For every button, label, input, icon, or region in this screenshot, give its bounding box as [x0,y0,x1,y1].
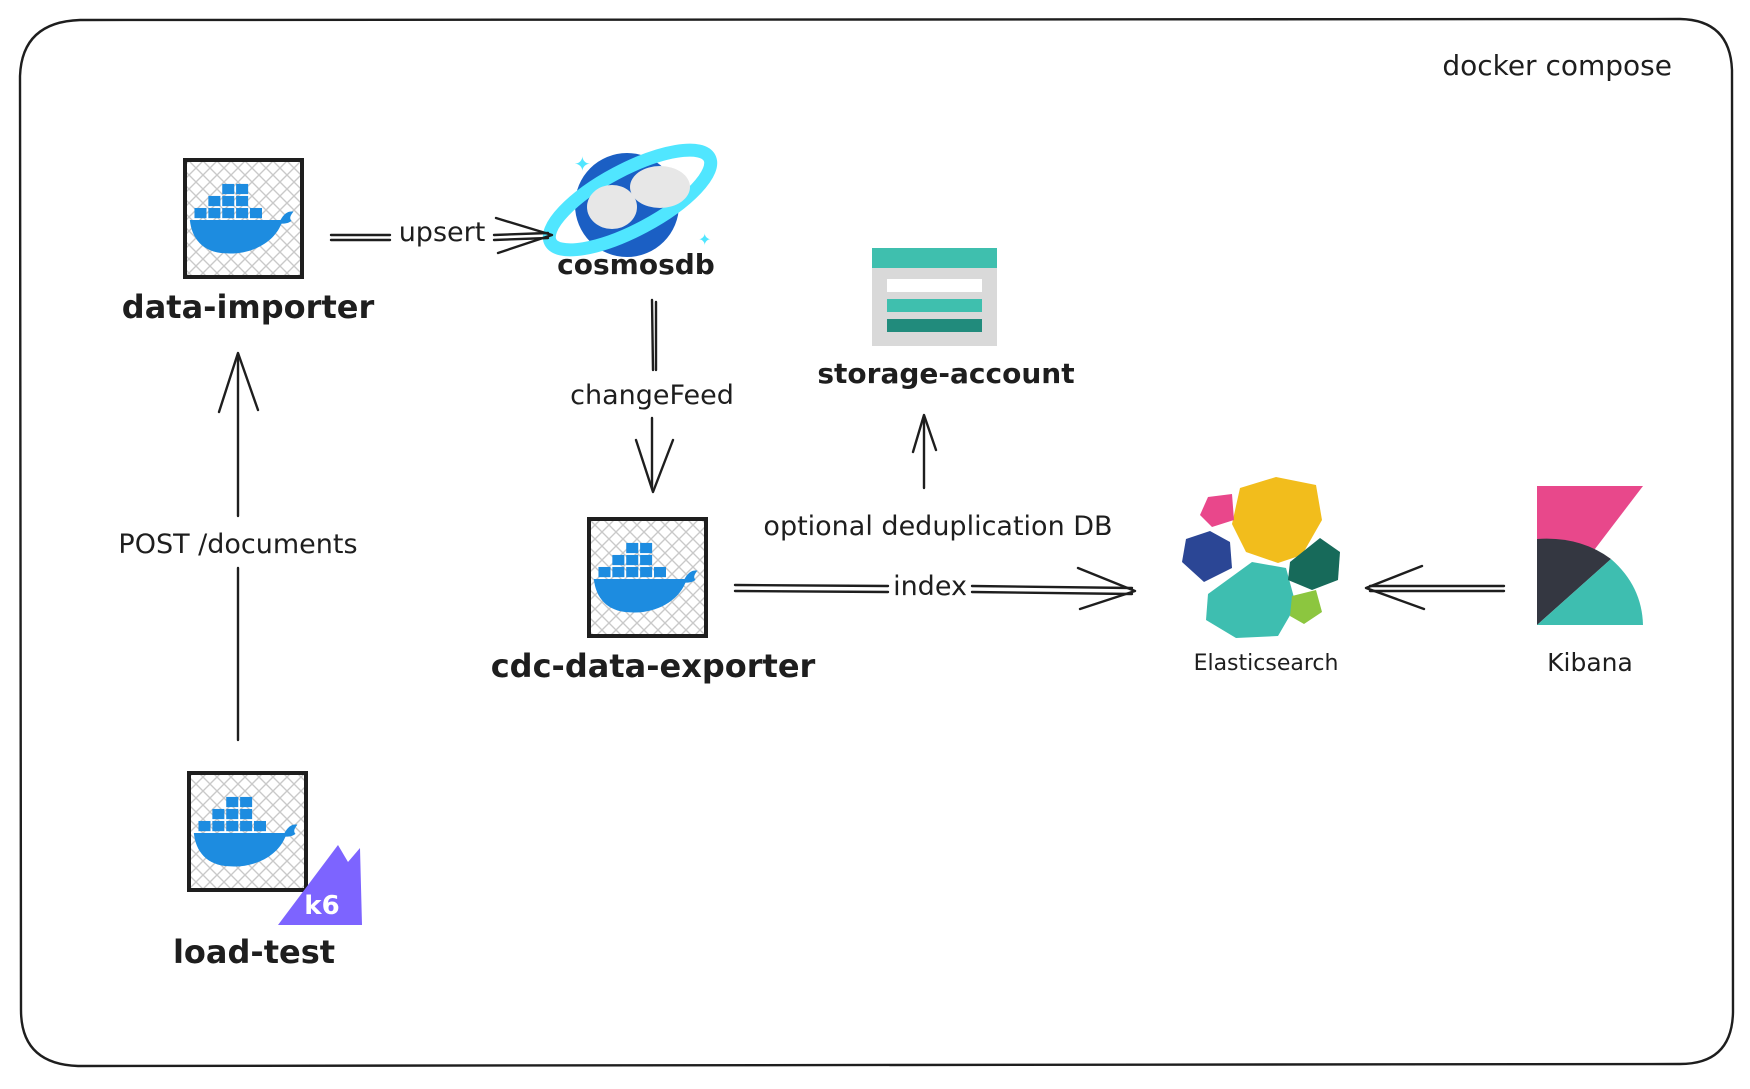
elasticsearch-icon [1182,477,1340,638]
node-kibana[interactable]: Kibana [1537,486,1643,677]
edge-upsert[interactable]: upsert [329,216,554,255]
node-label: cosmosdb [557,248,715,281]
docker-compose-label: docker compose [1442,49,1672,82]
node-storage-account[interactable]: storage-account [817,248,1075,390]
node-data-importer[interactable]: data-importer [122,158,375,326]
node-load-test[interactable]: k6 load-test [173,771,362,971]
storage-account-icon [872,248,997,346]
node-cosmosdb[interactable]: ✦ ✦ cosmosdb [536,131,723,281]
edge-label: changeFeed [570,380,734,411]
node-label: data-importer [122,288,375,326]
node-label: storage-account [817,357,1074,390]
node-label: load-test [173,933,335,971]
svg-text:✦: ✦ [574,152,591,176]
cosmosdb-icon: ✦ ✦ [542,143,718,257]
edge-label: optional deduplication DB [763,511,1112,542]
edge-change-feed[interactable]: changeFeed [570,298,734,494]
edge-dedup[interactable]: optional deduplication DB [763,413,1113,542]
kibana-icon [1537,486,1643,625]
k6-icon: k6 [278,845,362,925]
edge-index[interactable]: index [733,566,1137,611]
edge-kibana-elasticsearch[interactable] [1364,564,1506,611]
node-elasticsearch[interactable]: Elasticsearch [1182,477,1340,676]
edge-label: index [893,571,967,602]
edge-label: upsert [399,217,486,248]
edge-post-documents[interactable]: POST /documents [118,351,358,742]
edge-label: POST /documents [118,529,357,560]
docker-compose-frame [18,17,1735,1068]
node-cdc-data-exporter[interactable]: cdc-data-exporter [491,517,816,685]
svg-text:✦: ✦ [698,230,711,249]
k6-badge: k6 [304,891,339,921]
node-label: Elasticsearch [1194,651,1339,676]
node-label: Kibana [1547,648,1633,677]
node-label: cdc-data-exporter [491,647,816,685]
